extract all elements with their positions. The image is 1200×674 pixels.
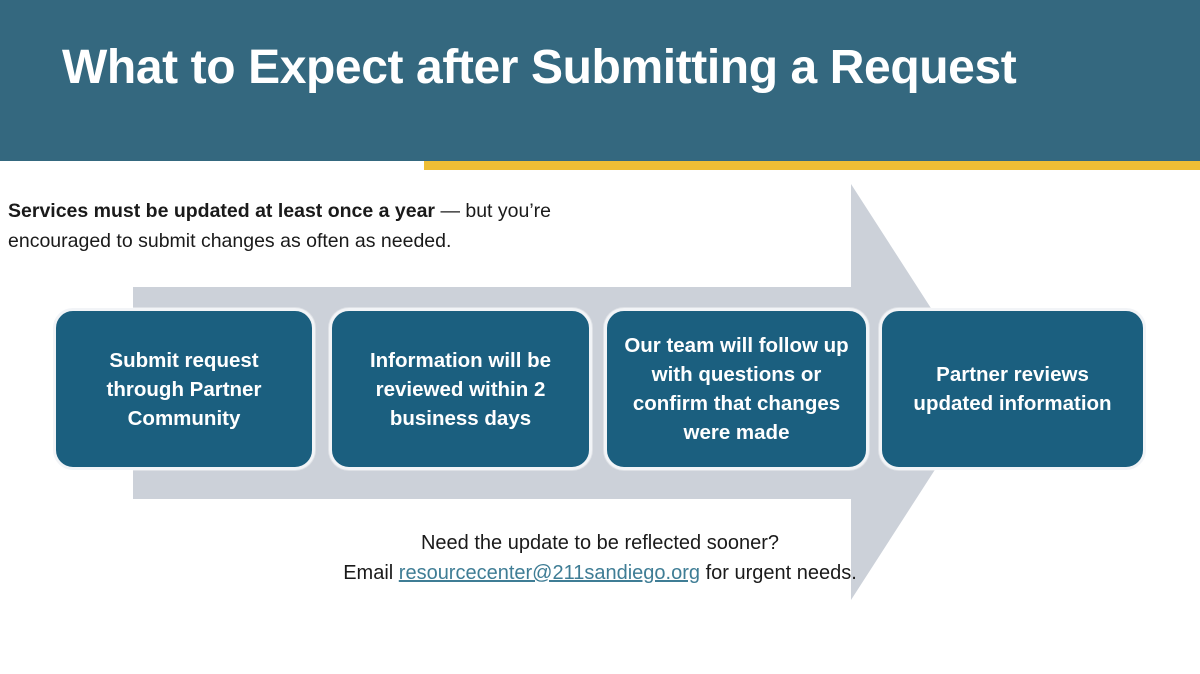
- process-step-4[interactable]: Partner reviews updated information: [879, 308, 1146, 470]
- email-link[interactable]: resourcecenter@211sandiego.org: [398, 562, 701, 584]
- header-band: [0, 0, 1200, 161]
- footer-email-suffix: for urgent needs.: [700, 562, 857, 584]
- process-step-4-label: Partner reviews updated information: [913, 363, 1112, 415]
- process-step-1-label: Submit request through Partner Community: [106, 348, 262, 430]
- footer-email-prefix: Email: [343, 562, 399, 584]
- process-step-3[interactable]: Our team will follow up with questions o…: [604, 308, 869, 470]
- footer-line-2: Email resourcecenter@211sandiego.org for…: [240, 558, 960, 588]
- page-title: What to Expect after Submitting a Reques…: [62, 41, 1017, 94]
- process-step-3-label: Our team will follow up with questions o…: [624, 334, 849, 444]
- process-step-2-label: Information will be reviewed within 2 bu…: [369, 348, 552, 430]
- header-accent-bar: [424, 161, 1200, 170]
- footer-line-1: Need the update to be reflected sooner?: [420, 532, 780, 554]
- process-step-2[interactable]: Information will be reviewed within 2 bu…: [329, 308, 592, 470]
- process-step-1[interactable]: Submit request through Partner Community: [53, 308, 315, 470]
- footer-note: Need the update to be reflected sooner? …: [240, 528, 960, 588]
